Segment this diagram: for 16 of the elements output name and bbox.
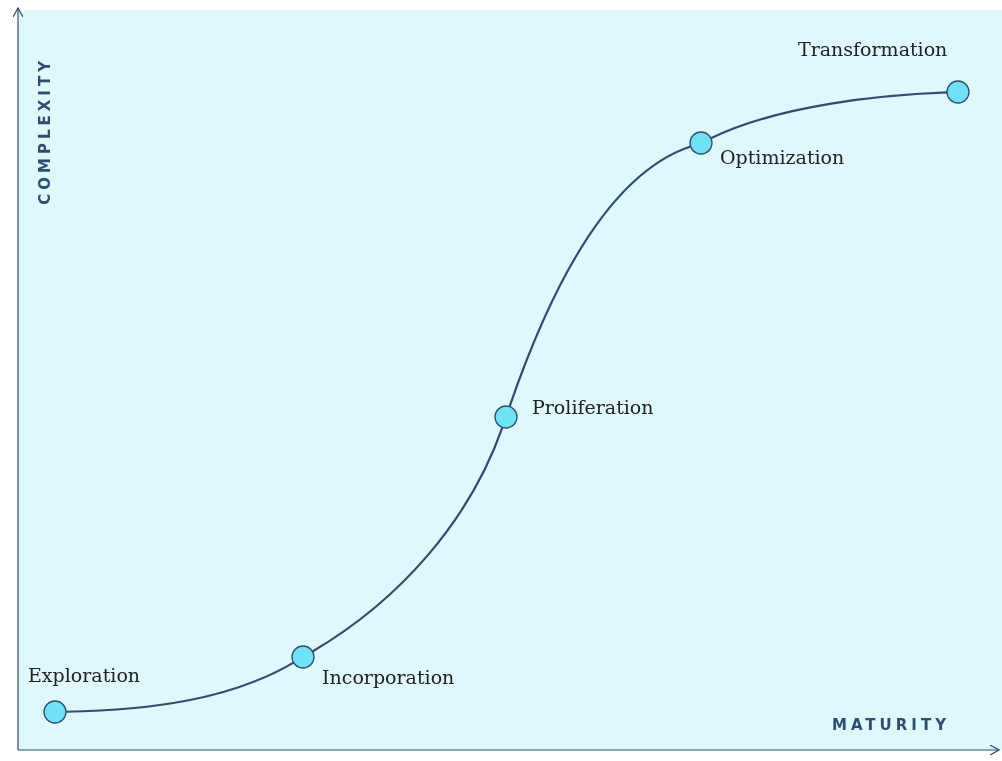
stage-marker <box>291 645 315 669</box>
curve-segment <box>65 661 295 713</box>
stage-label: Transformation <box>798 38 948 60</box>
stage-marker <box>689 131 713 155</box>
curve-segment <box>311 427 504 653</box>
axis-title: MATURITY <box>832 716 950 734</box>
curve-segment <box>710 91 948 140</box>
stage-label: Incorporation <box>322 666 455 688</box>
stage-marker <box>946 80 970 104</box>
stage-label: Exploration <box>28 664 141 686</box>
curve-segment <box>508 145 691 407</box>
axis-title: COMPLEXITY <box>36 57 54 205</box>
stage-label: Optimization <box>720 146 845 168</box>
stage-label: Proliferation <box>532 396 654 418</box>
stage-marker <box>494 405 518 429</box>
stage-marker <box>43 700 67 724</box>
